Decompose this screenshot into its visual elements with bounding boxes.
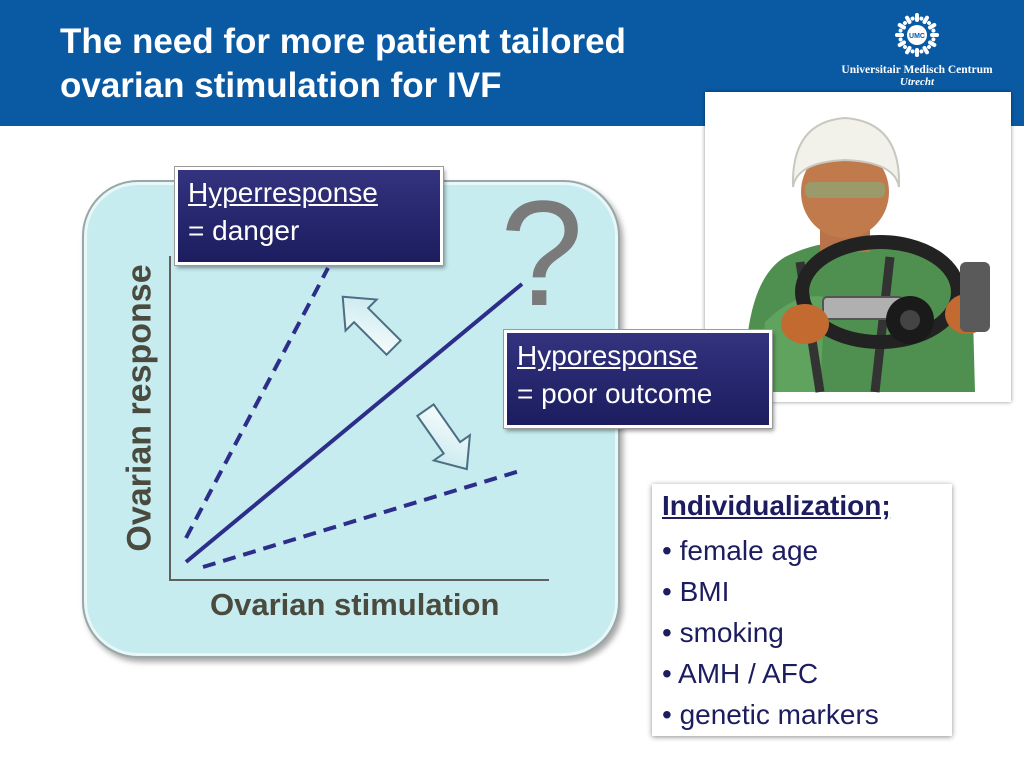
hyperresponse-title: Hyperresponse: [188, 177, 378, 208]
pilot-figure-illustration: [744, 116, 990, 393]
list-item: genetic markers: [662, 694, 879, 735]
hyperresponse-subtitle: = danger: [188, 215, 300, 246]
list-item: female age: [662, 530, 879, 571]
list-item: BMI: [662, 571, 879, 612]
umc-logo: UMC Universitair Medisch Centrum Utrecht: [832, 12, 1002, 92]
logo-city: Utrecht: [899, 76, 935, 88]
slide-title-line-2: ovarian stimulation for IVF: [60, 66, 502, 105]
umc-sun-icon: UMC: [895, 13, 939, 57]
x-axis-label: Ovarian stimulation: [210, 587, 500, 622]
slide-title-line-1: The need for more patient tailored: [60, 22, 626, 61]
increase-arrow-icon: [341, 295, 403, 357]
y-axis-label: Ovarian response: [120, 264, 159, 552]
hyperresponse-callout: Hyperresponse = danger: [174, 166, 444, 266]
individualization-box: Individualization; female age BMI smokin…: [652, 484, 952, 736]
hyperresponse-line: [184, 267, 330, 539]
list-item: AMH / AFC: [662, 653, 879, 694]
individualization-title: Individualization;: [662, 490, 891, 521]
logo-organization: Universitair Medisch Centrum: [841, 64, 993, 76]
hyporesponse-callout: Hyporesponse = poor outcome: [503, 329, 773, 429]
question-mark: ?: [500, 169, 584, 337]
hyporesponse-subtitle: = poor outcome: [517, 378, 713, 409]
decrease-arrow-icon: [415, 403, 472, 471]
hyporesponse-line: [202, 468, 524, 569]
hyporesponse-title: Hyporesponse: [517, 340, 698, 371]
individualization-list: female age BMI smoking AMH / AFC genetic…: [662, 530, 879, 735]
pilot-figure-photo: [705, 92, 1011, 402]
umc-emblem-text: UMC: [909, 33, 925, 40]
slide-title: The need for more patient tailored ovari…: [60, 20, 740, 108]
list-item: smoking: [662, 612, 879, 653]
normal-response-line: [184, 282, 524, 564]
